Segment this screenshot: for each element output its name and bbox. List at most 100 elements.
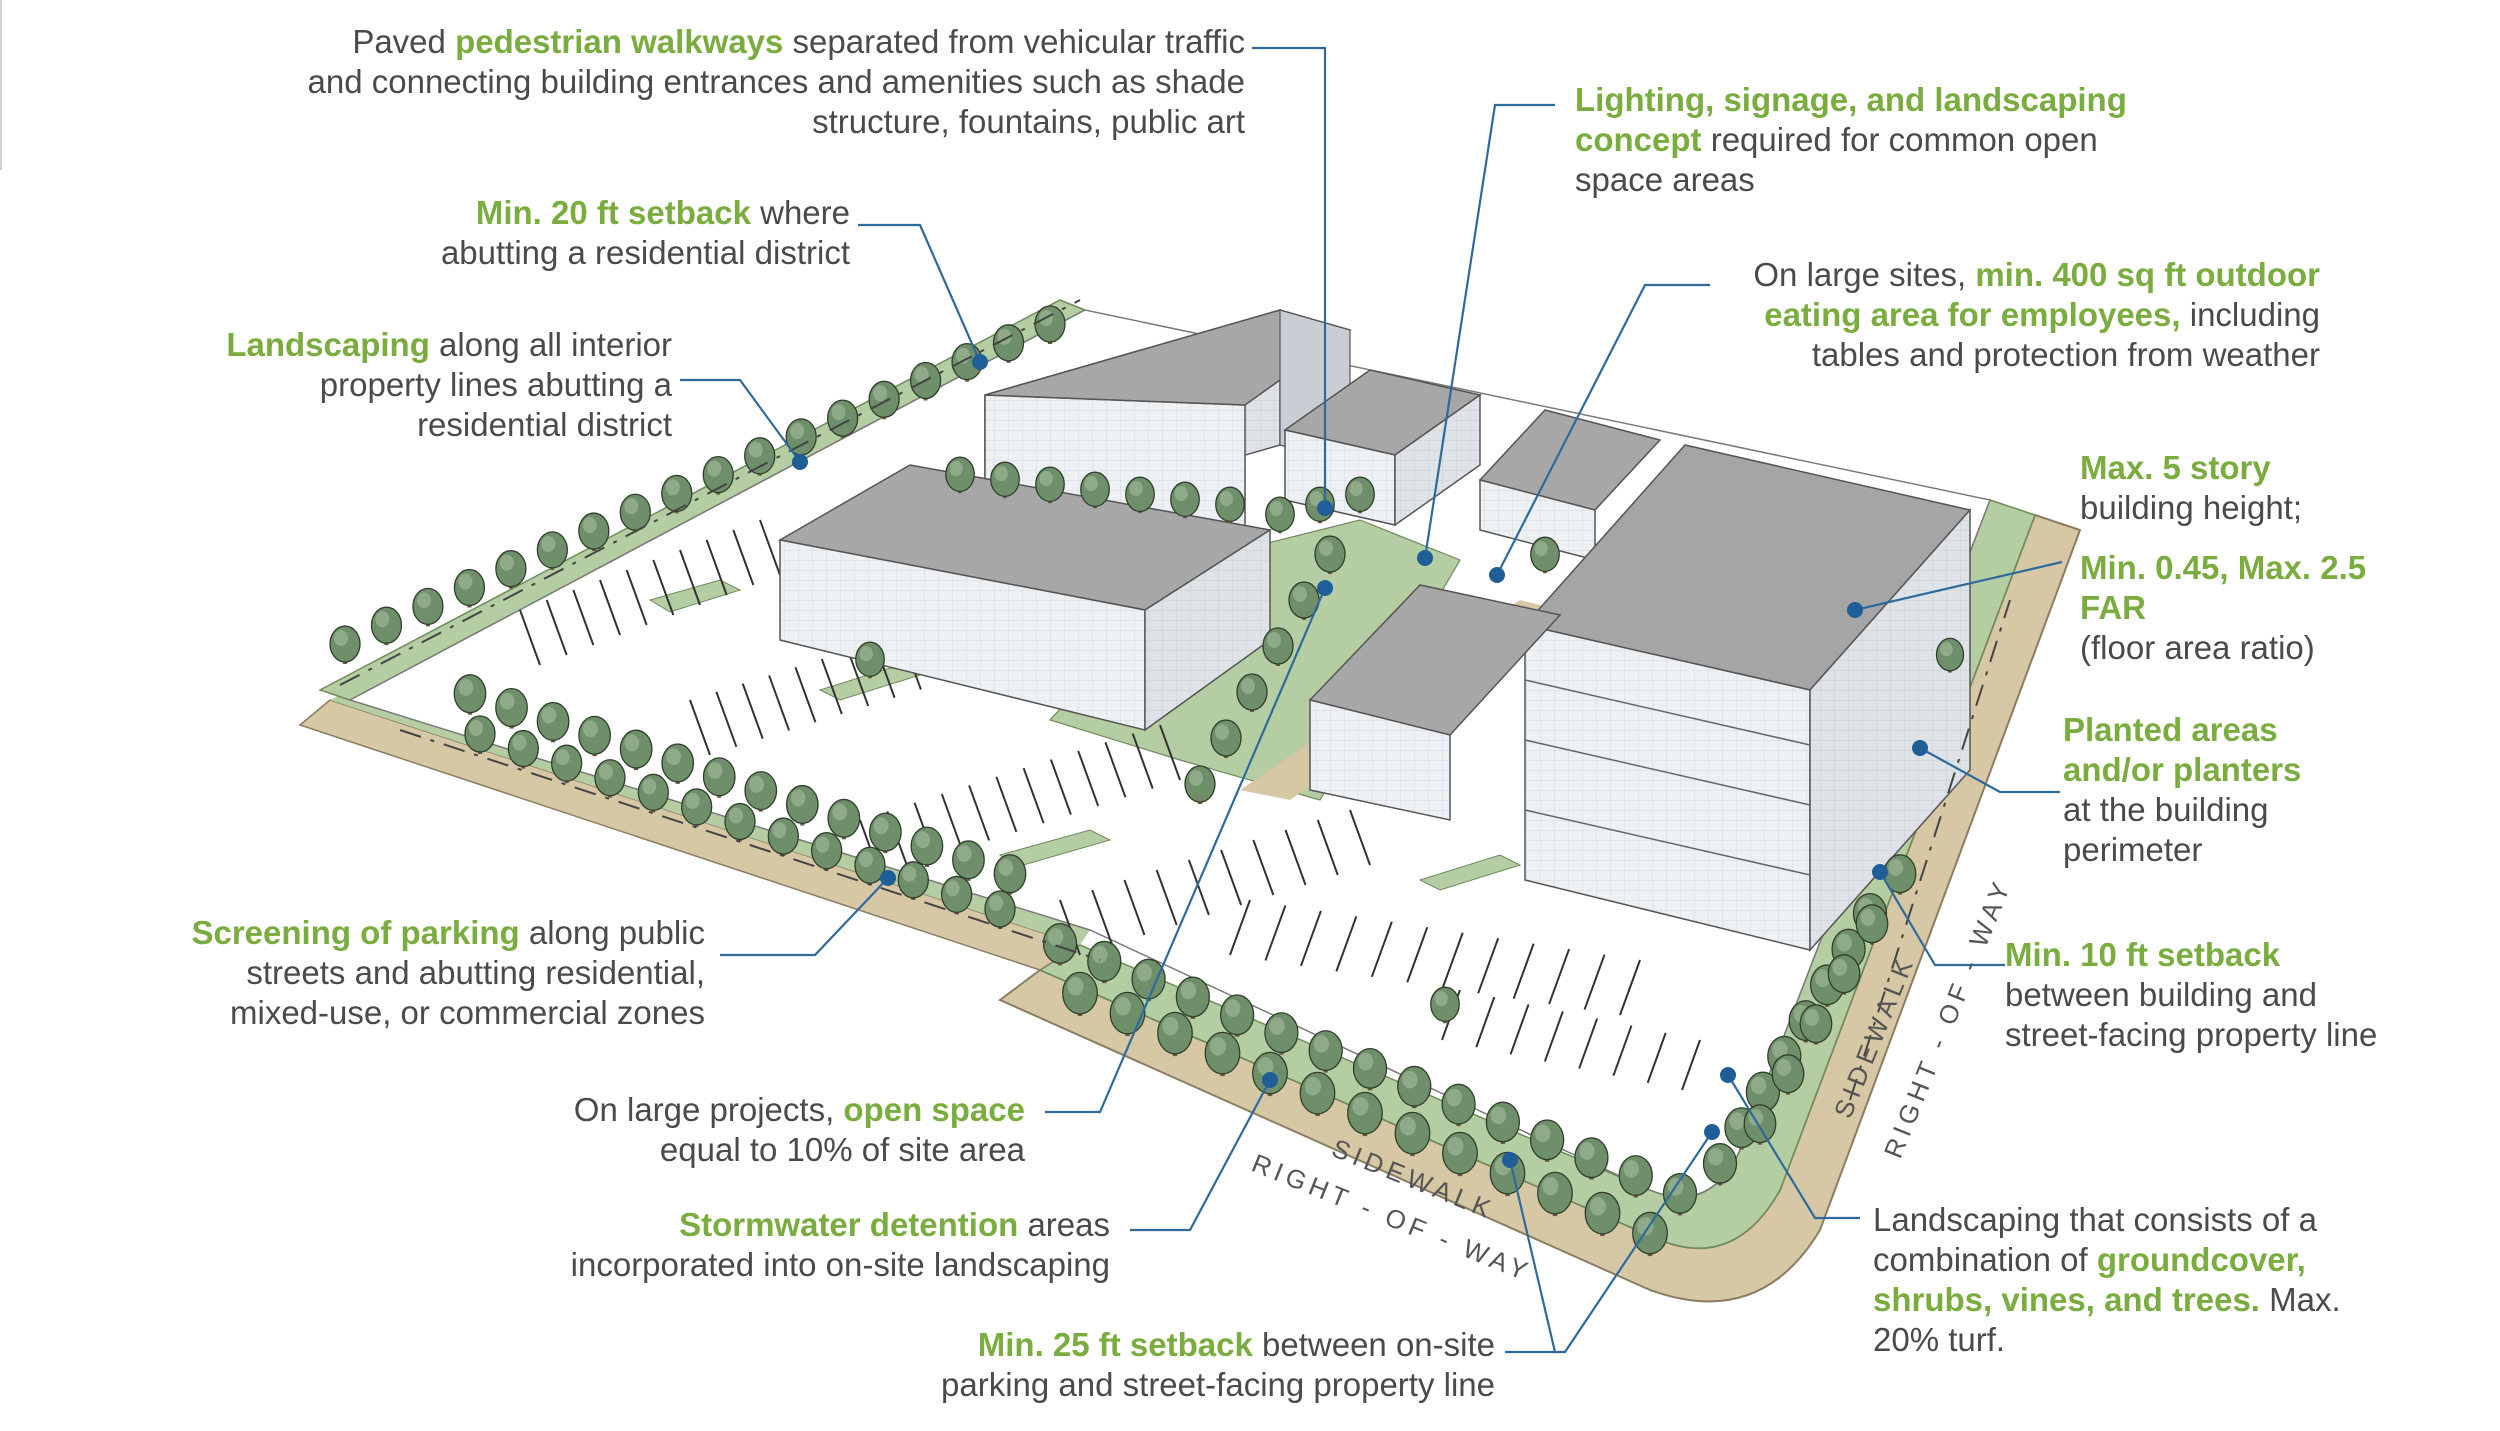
callout-lighting-highlight: Lighting, signage, and landscaping conce… xyxy=(1575,81,2127,158)
callout-far-post: (floor area ratio) xyxy=(2080,629,2315,666)
tree xyxy=(1574,1137,1609,1180)
callout-openspace-pre: On large projects, xyxy=(573,1091,844,1128)
tree xyxy=(661,743,695,784)
callout-pedestrian-post: separated from vehicular traffic and con… xyxy=(307,23,1245,140)
parking-stall-line xyxy=(715,691,738,748)
tree xyxy=(1299,1071,1336,1117)
parking-stall-line xyxy=(794,666,817,723)
tree xyxy=(495,687,528,729)
leader-setback20 xyxy=(858,223,982,363)
parking-stall-line xyxy=(768,675,791,731)
callout-setback10-highlight: Min. 10 ft setback xyxy=(2005,936,2281,973)
leader-dot-openspace xyxy=(1317,580,1333,596)
callout-screening-highlight: Screening of parking xyxy=(191,914,520,951)
callout-planted-post: at the building perimeter xyxy=(2063,791,2269,868)
parking-stall-line xyxy=(847,650,870,707)
leader-dot-setback10 xyxy=(1872,864,1888,880)
tree xyxy=(1442,1131,1478,1177)
tree xyxy=(1827,954,1861,995)
tree xyxy=(1397,1065,1432,1109)
tree xyxy=(594,759,626,798)
tree xyxy=(1204,1031,1241,1077)
callout-eating-post: including tables and protection from wea… xyxy=(1811,296,2320,373)
callout-open-space: On large projects, open space equal to 1… xyxy=(515,1090,1025,1170)
callout-setback-10: Min. 10 ft setback between building and … xyxy=(2005,935,2385,1055)
parking-stall-line xyxy=(705,539,728,596)
tree xyxy=(453,568,486,608)
callout-screening-post: along public streets and abutting reside… xyxy=(230,914,705,1031)
callout-setback20-post: where abutting a residential district xyxy=(440,194,850,271)
parking-stall-line xyxy=(1049,759,1072,815)
callout-groundcover-pre: Landscaping that consists of a combinati… xyxy=(1873,1201,2317,1278)
leader-dot-planted xyxy=(1912,740,1928,756)
callout-story-height: Max. 5 story building height; xyxy=(2080,448,2380,528)
parking-stall-line xyxy=(1475,996,1496,1048)
callout-landscaping-highlight: Landscaping xyxy=(226,326,430,363)
tree xyxy=(1125,476,1155,514)
parking-stall-line xyxy=(1229,899,1251,956)
parking-stall-line xyxy=(968,785,991,841)
tree xyxy=(1394,1111,1431,1157)
leader-setback25-b xyxy=(1555,1131,1713,1354)
callout-screening-parking: Screening of parking along public street… xyxy=(160,913,705,1033)
tree xyxy=(1702,1142,1738,1186)
tree xyxy=(1347,1091,1383,1137)
tree xyxy=(536,701,570,743)
tree xyxy=(868,380,900,420)
tree xyxy=(897,861,929,900)
parking-island xyxy=(648,579,742,613)
callout-groundcover-post: Max. 20% turf. xyxy=(1873,1281,2341,1358)
callout-eating-pre: On large sites, xyxy=(1753,256,1976,293)
tree xyxy=(464,715,496,754)
parking-stall-line xyxy=(572,589,595,646)
buildings xyxy=(777,309,1972,952)
tree xyxy=(945,456,975,494)
tree xyxy=(990,461,1020,499)
parking-stall-line xyxy=(1543,1011,1564,1062)
leader-dot-screening xyxy=(880,870,896,886)
parking-stall-line xyxy=(1264,905,1287,961)
callout-lighting-post: required for common open space areas xyxy=(1575,121,2098,198)
parking-stall-line xyxy=(1155,869,1178,926)
tree xyxy=(785,418,817,457)
tree xyxy=(412,587,444,627)
tree xyxy=(1441,1083,1476,1127)
tree xyxy=(619,729,653,771)
callout-openspace-post: equal to 10% of site area xyxy=(659,1131,1025,1168)
tree xyxy=(507,729,539,769)
tree xyxy=(1529,1119,1565,1162)
parking-island xyxy=(1418,854,1522,891)
leader-pedestrian xyxy=(1252,46,1327,508)
tree xyxy=(1855,904,1889,945)
leader-lines xyxy=(680,46,2063,1354)
callout-groundcover: Landscaping that consists of a combinati… xyxy=(1873,1200,2353,1360)
parking-stall-line xyxy=(1131,733,1154,789)
tree xyxy=(1210,719,1242,758)
leader-dot-landscaping xyxy=(792,454,808,470)
tree xyxy=(370,606,403,646)
parking-stall-line xyxy=(1335,916,1358,972)
tree xyxy=(551,744,583,784)
parking-stall-line xyxy=(1077,750,1100,807)
callout-setback-25: Min. 25 ft setback between on-site parki… xyxy=(880,1325,1495,1405)
parking-stall-line xyxy=(1022,767,1045,824)
leader-eating xyxy=(1496,283,1710,576)
parking-stall-line xyxy=(599,579,621,636)
tree xyxy=(536,531,569,570)
callout-stormwater-highlight: Stormwater detention xyxy=(679,1206,1019,1243)
leader-lighting xyxy=(1423,103,1555,559)
callout-setback20-highlight: Min. 20 ft setback xyxy=(475,194,751,231)
leader-setback10 xyxy=(1879,871,2005,967)
tree xyxy=(1618,1155,1653,1198)
parking-stall-line xyxy=(545,599,568,656)
parking-stall-line xyxy=(1187,859,1210,916)
callout-setback25-highlight: Min. 25 ft setback xyxy=(977,1326,1253,1363)
tree xyxy=(1034,305,1066,344)
tree xyxy=(767,817,799,857)
tree xyxy=(1035,466,1065,504)
tree xyxy=(1799,1004,1833,1045)
leader-openspace xyxy=(1045,587,1327,1114)
parking-stall-line xyxy=(995,776,1018,833)
tree xyxy=(952,840,985,881)
